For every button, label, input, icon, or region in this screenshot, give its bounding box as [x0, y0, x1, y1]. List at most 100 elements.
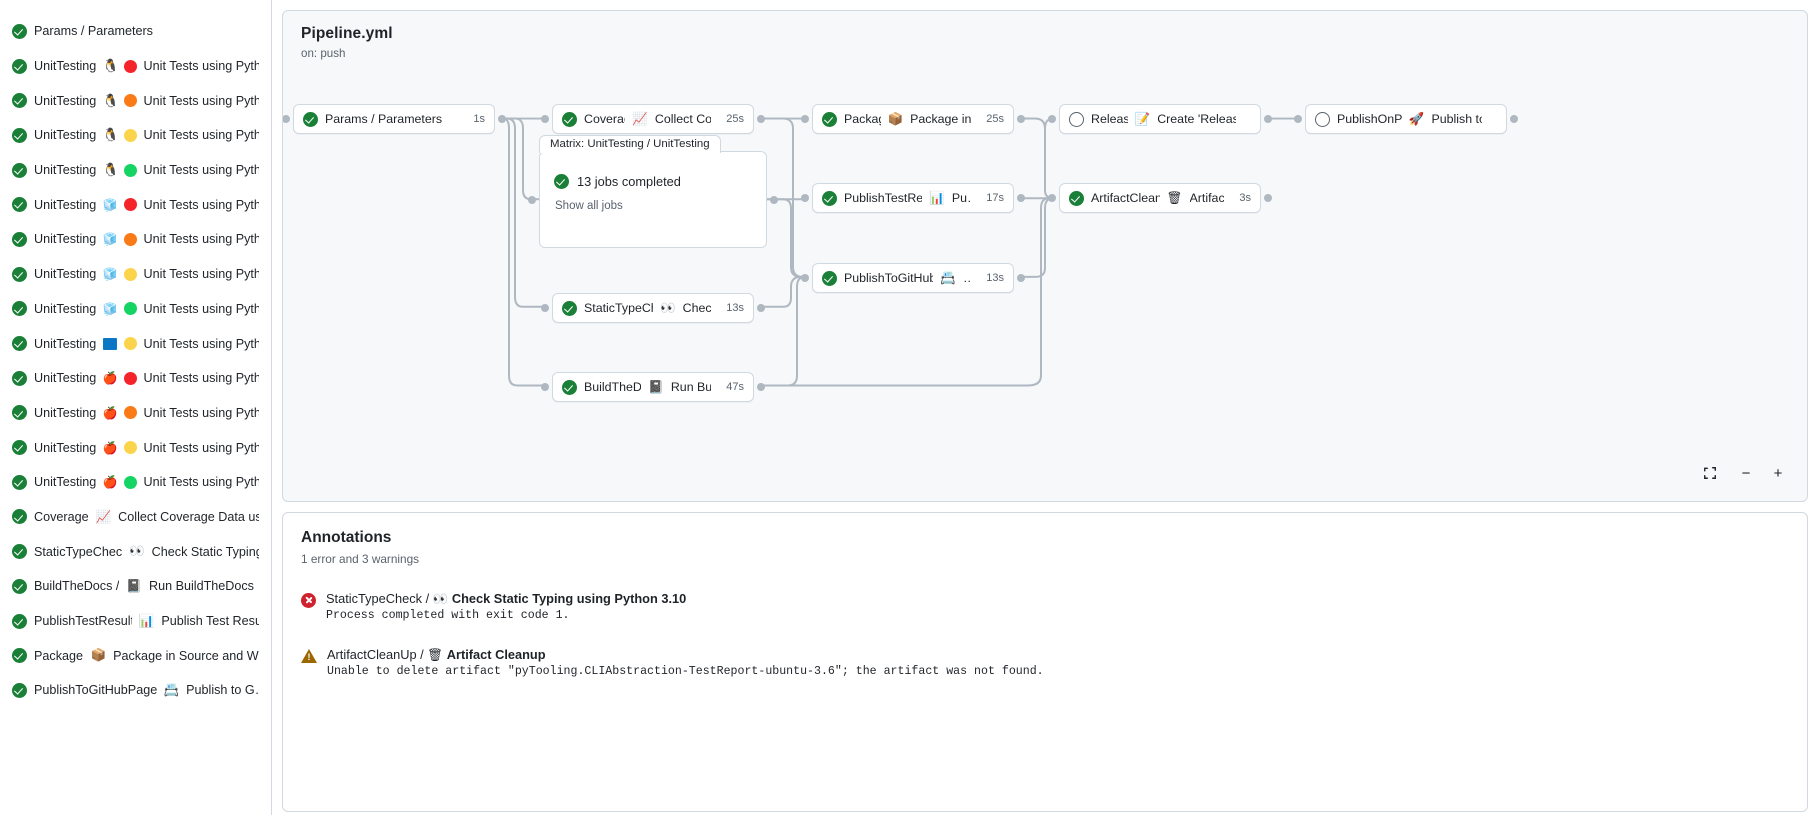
- graph-node-label2: Artifac…: [1189, 191, 1225, 205]
- sidebar-item-9[interactable]: UnitTesting / Unit Tests using Pyth…: [4, 326, 267, 361]
- graph-node-label: PublishTestResults /: [844, 191, 923, 205]
- graph-node-emoji-icon: 🚀: [1408, 111, 1425, 126]
- sidebar-item-label: UnitTesting /: [34, 232, 96, 247]
- sidebar-item-label: UnitTesting /: [34, 371, 96, 386]
- status-success-icon: [12, 23, 27, 39]
- sidebar-item-17[interactable]: PublishTestResults / 📊Publish Test Resu…: [4, 604, 267, 639]
- sidebar-item-10[interactable]: UnitTesting / 🍎Unit Tests using Pyth…: [4, 361, 267, 396]
- node-port-in: [1048, 115, 1056, 123]
- status-success-icon: [12, 509, 27, 525]
- graph-node-label2: …: [963, 271, 971, 285]
- sidebar-item-1[interactable]: UnitTesting / 🐧 Unit Tests using Pyth…: [4, 49, 267, 84]
- annotation-job-emoji-icon: 🗑: [427, 648, 444, 662]
- status-pending-icon: [1315, 111, 1330, 127]
- job-emoji-icon: 📦: [90, 648, 107, 663]
- sidebar-item-label: UnitTesting /: [34, 59, 96, 74]
- node-port-out: [757, 304, 765, 312]
- node-port-in: [801, 274, 809, 282]
- graph-node-package[interactable]: Package / 📦Package in So…25s: [812, 104, 1014, 134]
- annotation-job[interactable]: ArtifactCleanUp / 🗑 Artifact Cleanup: [327, 647, 1044, 662]
- graph-node-label: StaticTypeCheck /: [584, 301, 653, 315]
- job-emoji-icon: 👀: [129, 544, 145, 559]
- sidebar-item-suffix: Unit Tests using Pyth…: [143, 59, 259, 74]
- graph-node-artifact[interactable]: ArtifactCleanUp / 🗑Artifac…3s: [1059, 183, 1261, 213]
- status-success-icon: [12, 544, 27, 560]
- annotation-row: ArtifactCleanUp / 🗑 Artifact CleanupUnab…: [301, 647, 1789, 678]
- sidebar-item-19[interactable]: PublishToGitHubPages / 📇Publish to G…: [4, 673, 267, 708]
- sidebar-item-0[interactable]: Params / Parameters: [4, 14, 267, 49]
- sidebar-item-16[interactable]: BuildTheDocs / 📓Run BuildTheDocs: [4, 569, 267, 604]
- sidebar-item-5[interactable]: UnitTesting / 🧊Unit Tests using Pyth…: [4, 187, 267, 222]
- sidebar-item-suffix: Check Static Typing…: [151, 544, 259, 559]
- linux-icon: 🐧: [102, 58, 119, 74]
- status-success-icon: [12, 405, 27, 421]
- node-port-in: [1294, 115, 1302, 123]
- sidebar-item-15[interactable]: StaticTypeCheck / 👀Check Static Typing…: [4, 534, 267, 569]
- graph-node-release[interactable]: Release / 📝Create 'Release P…: [1059, 104, 1261, 134]
- graph-node-coverage[interactable]: Coverage / 📈Collect Cove…25s: [552, 104, 754, 134]
- sidebar-item-suffix: Unit Tests using Pyth…: [143, 93, 259, 108]
- status-success-icon: [12, 58, 27, 74]
- zoom-in-button[interactable]: +: [1773, 464, 1783, 482]
- sidebar-item-2[interactable]: UnitTesting / 🐧Unit Tests using Pyth…: [4, 83, 267, 118]
- sidebar-item-label: PublishTestResults /: [34, 614, 132, 629]
- annotation-job[interactable]: StaticTypeCheck / 👀 Check Static Typing …: [326, 591, 686, 606]
- annotations-title: Annotations: [301, 529, 392, 546]
- annotation-job-name: Artifact Cleanup: [446, 647, 546, 662]
- python-version-dot: [123, 371, 137, 385]
- python-version-dot: [123, 475, 137, 489]
- sidebar-item-8[interactable]: UnitTesting / 🧊Unit Tests using Pyth…: [4, 292, 267, 327]
- python-version-dot: [123, 163, 137, 177]
- sidebar-item-18[interactable]: Package / 📦Package in Source and Wh…: [4, 638, 267, 673]
- sidebar-item-13[interactable]: UnitTesting / 🍎Unit Tests using Pyth…: [4, 465, 267, 500]
- sidebar-item-suffix: Unit Tests using Pyth…: [143, 163, 259, 178]
- graph-node-builddocs[interactable]: BuildTheDocs / 📓Run Buil…47s: [552, 372, 754, 402]
- graph-node-pypi[interactable]: PublishOnPyPI / 🚀Publish to …: [1305, 104, 1507, 134]
- win-cube-icon: 🧊: [102, 301, 118, 316]
- sidebar-item-4[interactable]: UnitTesting / 🐧Unit Tests using Pyth…: [4, 153, 267, 188]
- sidebar-item-11[interactable]: UnitTesting / 🍎Unit Tests using Pyth…: [4, 396, 267, 431]
- graph-node-label2: Package in So…: [910, 112, 972, 126]
- status-success-icon: [1069, 190, 1084, 206]
- win-cube-icon: 🧊: [102, 197, 118, 212]
- annotation-message: Process completed with exit code 1.: [326, 609, 570, 622]
- sidebar-item-6[interactable]: UnitTesting / 🧊Unit Tests using Pyth…: [4, 222, 267, 257]
- node-port-out: [1264, 115, 1272, 123]
- annotation-job-prefix: StaticTypeCheck /: [326, 591, 433, 606]
- sidebar-item-suffix: Unit Tests using Pyth…: [143, 232, 259, 247]
- sidebar-item-label: UnitTesting /: [34, 163, 96, 178]
- annotation-job-name: Check Static Typing using Python 3.10: [451, 591, 687, 606]
- sidebar-item-3[interactable]: UnitTesting / 🐧Unit Tests using Pyth…: [4, 118, 267, 153]
- linux-icon: 🐧: [102, 127, 119, 143]
- linux-icon: 🐧: [102, 92, 119, 108]
- python-version-dot: [123, 441, 137, 455]
- python-version-dot: [123, 128, 137, 142]
- graph-node-label2: Create 'Release P…: [1157, 112, 1236, 126]
- win-cube-icon: 🧊: [102, 267, 118, 282]
- node-port-out: [498, 115, 506, 123]
- page-title: Pipeline.yml: [301, 25, 393, 42]
- zoom-out-button[interactable]: −: [1741, 464, 1751, 482]
- sidebar-item-label: BuildTheDocs /: [34, 579, 120, 594]
- graph-node-ghpages[interactable]: PublishToGitHubPages / 📇…13s: [812, 263, 1014, 293]
- node-port-in: [1048, 194, 1056, 202]
- show-all-jobs-link[interactable]: Show all jobs: [555, 200, 623, 212]
- sidebar-item-7[interactable]: UnitTesting / 🧊Unit Tests using Pyth…: [4, 257, 267, 292]
- graph-node-label: BuildTheDocs /: [584, 380, 642, 394]
- python-version-dot: [123, 59, 137, 73]
- graph-node-statictype[interactable]: StaticTypeCheck / 👀Chec…13s: [552, 293, 754, 323]
- sidebar-item-suffix: Unit Tests using Pyth…: [143, 301, 259, 316]
- graph-node-testresults[interactable]: PublishTestResults / 📊Pu…17s: [812, 183, 1014, 213]
- graph-node-duration: 17s: [986, 192, 1004, 204]
- fit-screen-icon[interactable]: [1699, 462, 1721, 484]
- sidebar-item-label: Coverage /: [34, 509, 89, 524]
- python-version-dot: [123, 337, 137, 351]
- sidebar-item-14[interactable]: Coverage / 📈Collect Coverage Data usi…: [4, 500, 267, 535]
- status-success-icon: [12, 648, 27, 664]
- sidebar-item-12[interactable]: UnitTesting / 🍎Unit Tests using Pyth…: [4, 430, 267, 465]
- status-success-icon: [12, 127, 27, 143]
